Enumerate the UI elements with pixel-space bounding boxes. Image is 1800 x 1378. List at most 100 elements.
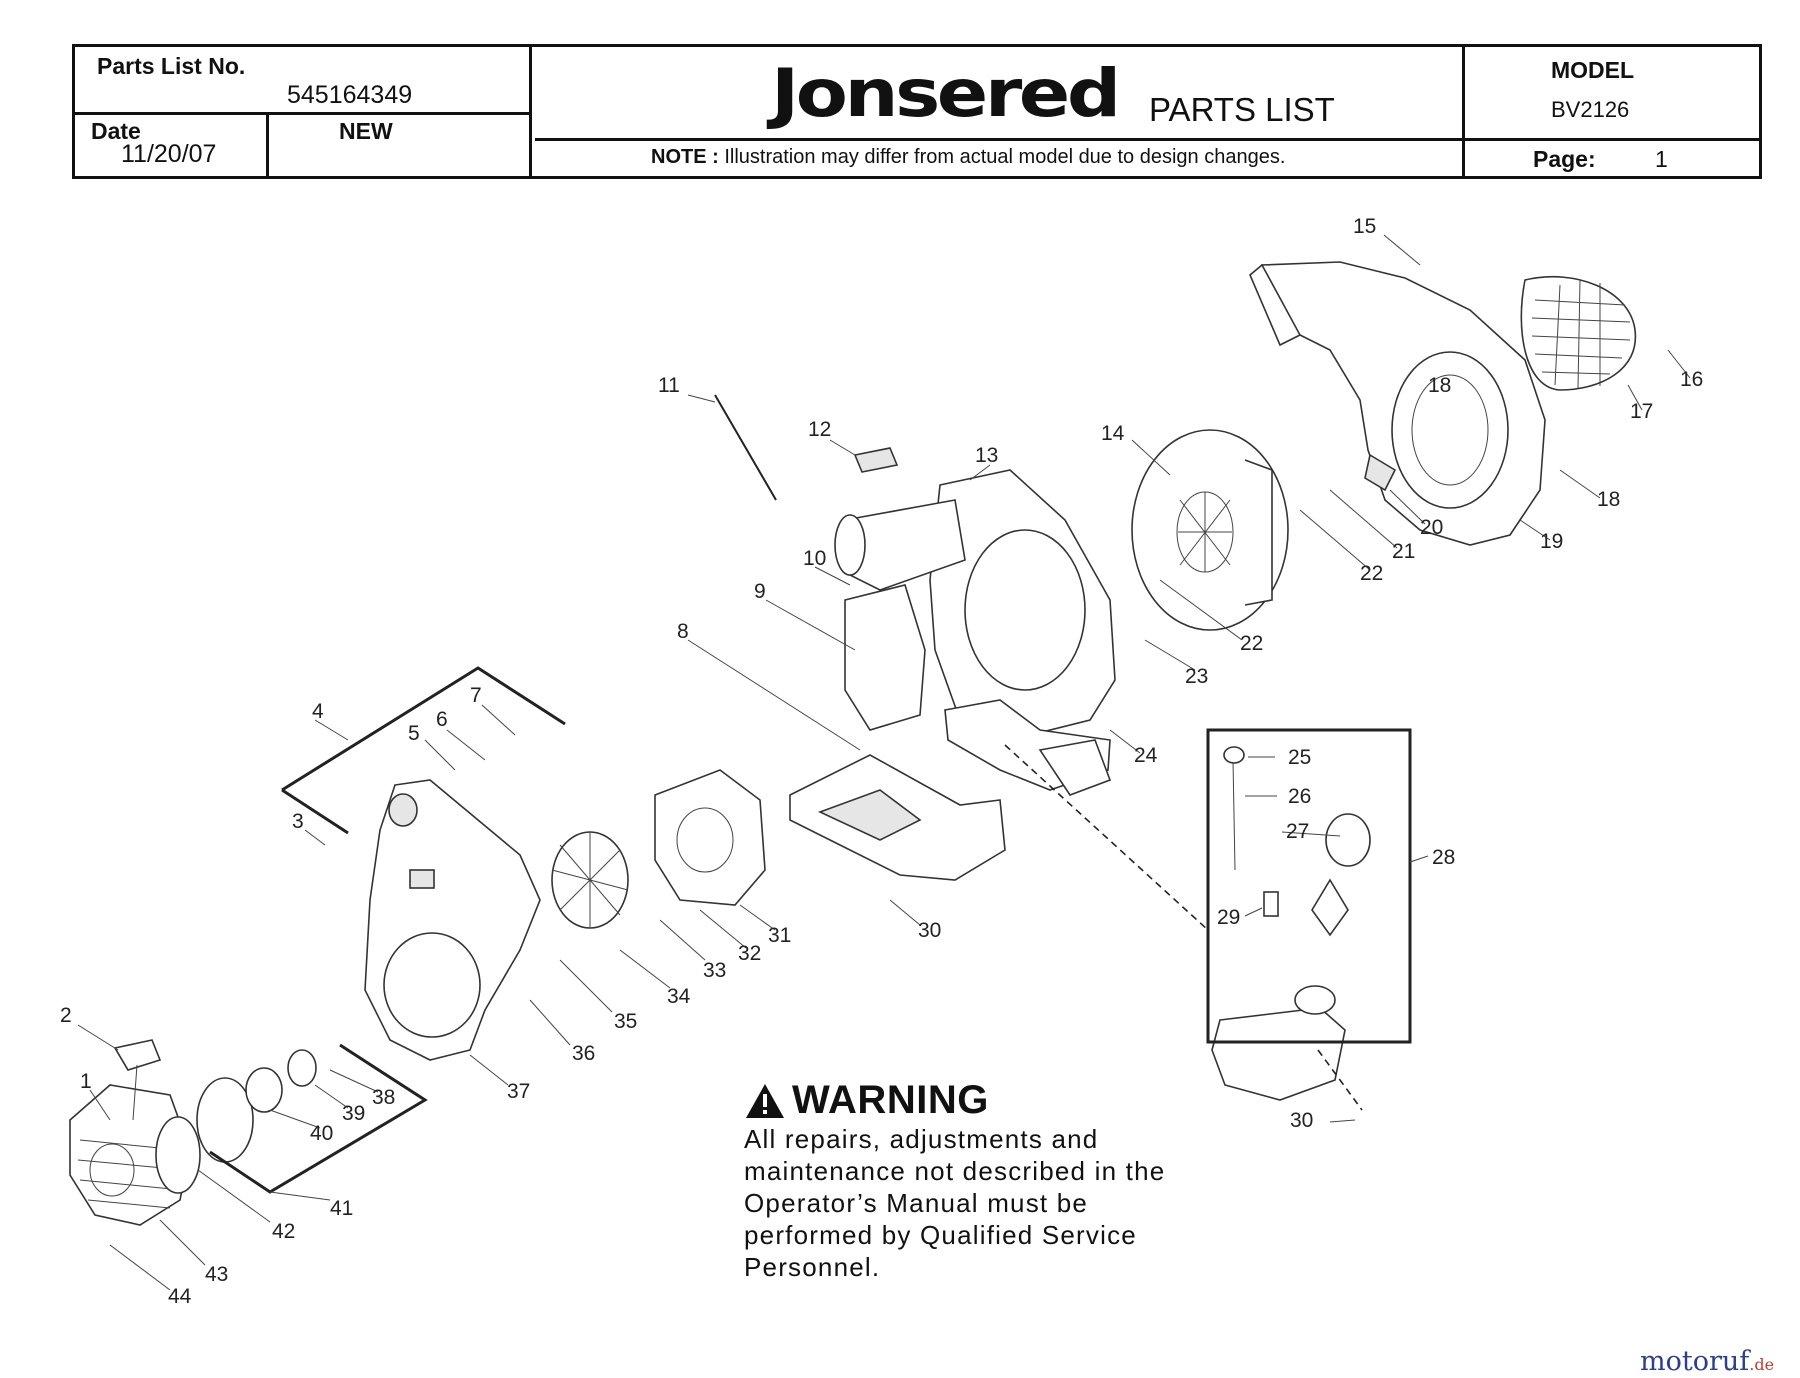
callout-41: 41 bbox=[330, 1197, 353, 1220]
bracket-part bbox=[654, 769, 766, 906]
callout-18b: 18 bbox=[1597, 488, 1620, 511]
grille-part bbox=[1520, 276, 1637, 391]
callout-9: 9 bbox=[754, 580, 766, 603]
callout-25: 25 bbox=[1288, 746, 1311, 769]
callout-7: 7 bbox=[470, 684, 482, 707]
callout-30b: 30 bbox=[1290, 1109, 1313, 1132]
callout-42: 42 bbox=[272, 1220, 295, 1243]
note-line: NOTE : Illustration may differ from actu… bbox=[651, 146, 1285, 169]
callout-4: 4 bbox=[312, 700, 324, 723]
callout-8: 8 bbox=[677, 620, 689, 643]
warning-block: WARNING All repairs, adjustments and mai… bbox=[744, 1078, 1204, 1283]
callout-21: 21 bbox=[1392, 540, 1415, 563]
callout-16: 16 bbox=[1680, 368, 1703, 391]
note-text: Illustration may differ from actual mode… bbox=[724, 146, 1286, 168]
callout-17: 17 bbox=[1630, 400, 1653, 423]
callout-2: 2 bbox=[60, 1004, 72, 1027]
watermark: motoruf.de bbox=[1640, 1346, 1774, 1377]
handle-grip-part bbox=[853, 447, 899, 473]
callout-35: 35 bbox=[614, 1010, 637, 1033]
dash-leader-29 bbox=[1004, 744, 1209, 931]
note-cell: NOTE : Illustration may differ from actu… bbox=[535, 141, 1462, 176]
callout-43: 43 bbox=[205, 1263, 228, 1286]
callout-3: 3 bbox=[292, 810, 304, 833]
status-cell: NEW bbox=[269, 115, 532, 176]
date-label: Date bbox=[91, 118, 141, 144]
warning-text: All repairs, adjustments and maintenance… bbox=[744, 1124, 1166, 1282]
callout-31: 31 bbox=[768, 924, 791, 947]
callout-20: 20 bbox=[1420, 516, 1443, 539]
callout-23: 23 bbox=[1185, 665, 1208, 688]
blower-housing-part bbox=[1249, 261, 1546, 546]
callout-13: 13 bbox=[975, 444, 998, 467]
warning-triangle-icon bbox=[746, 1083, 784, 1118]
parts-list-no-value: 545164349 bbox=[287, 81, 413, 109]
starter-housing-part bbox=[69, 1084, 191, 1226]
callout-5: 5 bbox=[408, 722, 420, 745]
callout-10: 10 bbox=[803, 547, 826, 570]
callout-19: 19 bbox=[1540, 530, 1563, 553]
callout-6: 6 bbox=[436, 708, 448, 731]
callout-15: 15 bbox=[1353, 215, 1376, 238]
callout-28: 29 bbox=[1217, 906, 1240, 929]
model-label: MODEL bbox=[1551, 57, 1635, 83]
callout-33: 33 bbox=[703, 959, 726, 982]
rod-part bbox=[714, 394, 777, 501]
impeller-part bbox=[1131, 429, 1289, 631]
callout-22b: 22 bbox=[1240, 632, 1263, 655]
callout-12: 12 bbox=[808, 418, 831, 441]
group-bracket-4 bbox=[281, 666, 566, 835]
doc-title: PARTS LIST bbox=[1149, 91, 1335, 128]
shroud-part bbox=[844, 584, 926, 731]
starter-handle-part bbox=[113, 1039, 162, 1121]
callout-29: 28 bbox=[1432, 846, 1455, 869]
callout-26: 26 bbox=[1288, 785, 1311, 808]
callout-24: 24 bbox=[1134, 744, 1158, 767]
callout-30a: 30 bbox=[918, 919, 941, 942]
model-cell: MODEL BV2126 bbox=[1462, 47, 1759, 141]
tube-part bbox=[789, 754, 1006, 881]
pulley-part bbox=[155, 1116, 201, 1194]
callout-14: 14 bbox=[1101, 422, 1125, 445]
date-value: 11/20/07 bbox=[121, 140, 217, 168]
status-value: NEW bbox=[339, 118, 393, 144]
callout-44: 44 bbox=[168, 1285, 192, 1308]
callout-37: 37 bbox=[507, 1080, 530, 1103]
pawl-disc-part bbox=[196, 1077, 254, 1163]
engine-cover-part bbox=[364, 779, 541, 1061]
page-value: 1 bbox=[1655, 146, 1668, 172]
brand-logo: Jonsered bbox=[771, 55, 1121, 132]
flywheel-part bbox=[551, 831, 629, 929]
callout-39: 39 bbox=[342, 1102, 365, 1125]
warning-title: WARNING bbox=[792, 1078, 989, 1122]
date-cell: Date 11/20/07 bbox=[75, 115, 269, 176]
title-cell: Jonsered PARTS LIST bbox=[535, 47, 1462, 141]
callout-18a: 18 bbox=[1428, 374, 1451, 397]
page-label: Page: bbox=[1533, 146, 1596, 172]
watermark-suffix: .de bbox=[1749, 1355, 1775, 1374]
parts-list-cell: Parts List No. 545164349 bbox=[75, 47, 532, 115]
callout-36: 36 bbox=[572, 1042, 595, 1065]
leader-lines bbox=[77, 234, 1691, 1291]
fuel-tank-part bbox=[1211, 746, 1371, 1101]
callout-1: 1 bbox=[80, 1070, 92, 1093]
watermark-main: motoruf bbox=[1640, 1346, 1750, 1377]
page-cell: Page: 1 bbox=[1462, 141, 1759, 176]
warning-title-row: WARNING bbox=[744, 1078, 1204, 1123]
callout-34: 34 bbox=[667, 985, 691, 1008]
callout-40: 40 bbox=[310, 1122, 333, 1145]
group-bracket-41 bbox=[209, 1043, 428, 1194]
dash-leader-30 bbox=[1317, 1049, 1363, 1111]
callout-11: 11 bbox=[658, 374, 680, 397]
callout-labels: 1 2 3 4 5 6 7 8 9 10 11 12 13 14 15 16 1… bbox=[60, 215, 1703, 1308]
cup-part bbox=[287, 1049, 317, 1087]
model-value: BV2126 bbox=[1551, 97, 1630, 122]
spring-part bbox=[245, 1067, 283, 1113]
main-housing-part bbox=[834, 469, 1116, 796]
group-box-29 bbox=[1206, 728, 1412, 1044]
callout-38: 38 bbox=[372, 1086, 395, 1109]
header-table: Parts List No. 545164349 Date 11/20/07 N… bbox=[72, 44, 1762, 179]
callout-27: 27 bbox=[1286, 820, 1309, 843]
callout-32: 32 bbox=[738, 942, 761, 965]
